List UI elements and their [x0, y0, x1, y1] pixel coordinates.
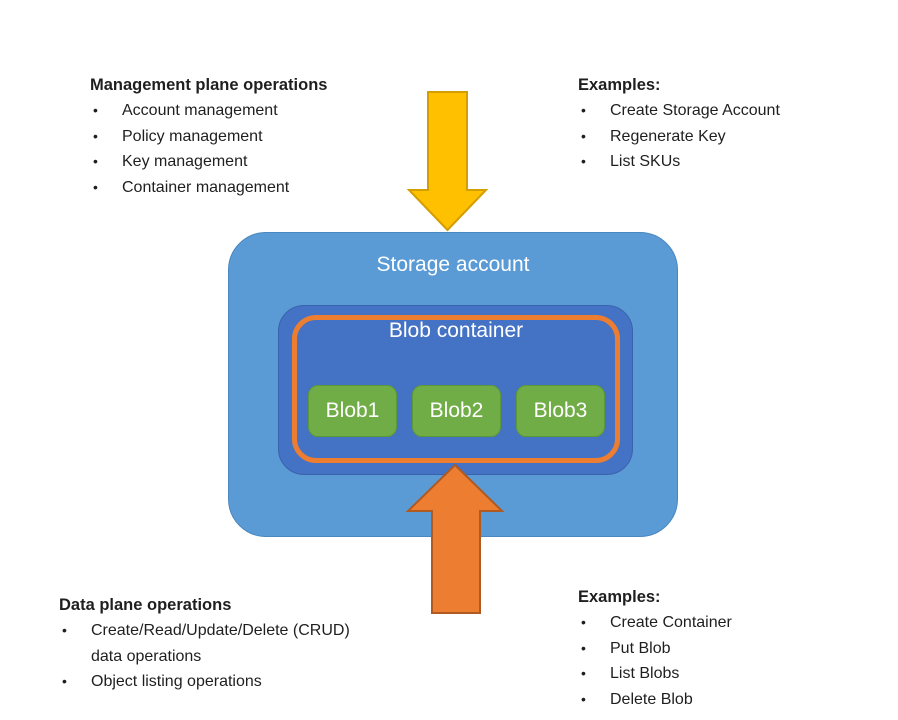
- bullet-icon: •: [581, 690, 586, 707]
- list-item-label: Key management: [122, 153, 248, 170]
- list-item-label: Create Storage Account: [610, 102, 780, 119]
- list-item: • List SKUs: [578, 149, 878, 175]
- list-item-label: Object listing operations: [91, 673, 262, 690]
- blob2-box: Blob2: [412, 385, 501, 437]
- list-item: • List Blobs: [578, 661, 878, 687]
- list-item: • Create/Read/Update/Delete (CRUD) data …: [59, 618, 459, 669]
- list-item: • Container management: [90, 175, 430, 201]
- bullet-icon: •: [581, 639, 586, 656]
- list-item-label: Container management: [122, 178, 290, 196]
- data-plane-list: • Create/Read/Update/Delete (CRUD) data …: [59, 618, 459, 695]
- bullet-icon: •: [581, 614, 586, 630]
- list-item: • Object listing operations: [59, 669, 459, 695]
- management-examples-list: • Create Storage Account • Regenerate Ke…: [578, 98, 878, 175]
- bullet-icon: •: [581, 127, 586, 144]
- bullet-icon: •: [581, 665, 586, 681]
- list-item: • Delete Blob: [578, 687, 878, 713]
- list-item: • Put Blob: [578, 636, 878, 662]
- data-plane-block: Data plane operations • Create/Read/Upda…: [59, 592, 459, 695]
- bullet-icon: •: [93, 178, 98, 195]
- management-examples-block: Examples: • Create Storage Account • Reg…: [578, 72, 878, 175]
- list-item: • Create Container: [578, 610, 878, 636]
- management-plane-block: Management plane operations • Account ma…: [90, 72, 430, 200]
- up-arrow-icon: [405, 463, 505, 614]
- bullet-icon: •: [93, 127, 98, 144]
- list-item: • Key management: [90, 149, 430, 175]
- list-item: • Regenerate Key: [578, 124, 878, 150]
- data-examples-list: • Create Container • Put Blob • List Blo…: [578, 610, 878, 712]
- list-item-label: Policy management: [122, 127, 263, 145]
- blob-container-outline: [292, 315, 620, 463]
- list-item-label: List Blobs: [610, 665, 680, 682]
- bullet-icon: •: [581, 153, 586, 169]
- list-item-label: Put Blob: [610, 639, 671, 657]
- management-plane-list: • Account management • Policy management…: [90, 98, 430, 200]
- bullet-icon: •: [62, 622, 67, 638]
- data-examples-block: Examples: • Create Container • Put Blob …: [578, 584, 878, 712]
- list-item-label: Create Container: [610, 614, 732, 631]
- list-item-label: Delete Blob: [610, 690, 693, 708]
- blob1-box: Blob1: [308, 385, 397, 437]
- list-item: • Account management: [90, 98, 430, 124]
- bullet-icon: •: [581, 102, 586, 118]
- bullet-icon: •: [62, 673, 67, 689]
- management-examples-title: Examples:: [578, 76, 661, 94]
- bullet-icon: •: [93, 153, 98, 169]
- blob-container-label: Blob container: [388, 319, 524, 342]
- list-item-label: Account management: [122, 102, 278, 119]
- list-item-label: List SKUs: [610, 153, 681, 170]
- list-item-label: Regenerate Key: [610, 127, 726, 145]
- list-item-label: Create/Read/Update/Delete (CRUD) data op…: [91, 622, 350, 665]
- bullet-icon: •: [93, 102, 98, 118]
- list-item: • Create Storage Account: [578, 98, 878, 124]
- storage-account-label: Storage account: [376, 253, 530, 276]
- data-plane-title: Data plane operations: [59, 596, 232, 614]
- blob3-box: Blob3: [516, 385, 605, 437]
- down-arrow-icon: [406, 91, 489, 232]
- data-examples-title: Examples:: [578, 588, 661, 606]
- management-plane-title: Management plane operations: [90, 76, 328, 94]
- list-item: • Policy management: [90, 124, 430, 150]
